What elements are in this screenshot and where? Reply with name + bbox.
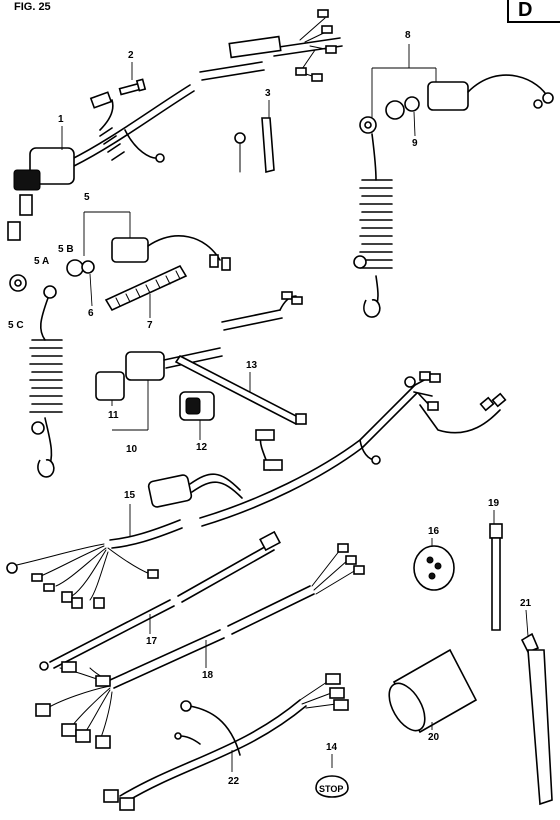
callout-7: 7	[147, 320, 153, 331]
callout-13: 13	[246, 360, 258, 371]
harness-connector	[147, 473, 243, 508]
callout-17: 17	[146, 636, 158, 647]
callout-20: 20	[428, 732, 440, 743]
figure-badge-text: D	[518, 0, 532, 21]
callout-5a: 5 A	[34, 256, 49, 267]
clamp-part-3	[234, 117, 275, 174]
screw-part-2	[118, 78, 147, 96]
harness-part-22	[103, 673, 349, 811]
stop-switch-lanyard-right	[353, 74, 554, 318]
callout-5: 5	[84, 192, 90, 203]
callout-3: 3	[265, 88, 271, 99]
callout-10: 10	[126, 444, 138, 455]
harness-part-18	[35, 543, 365, 749]
stop-label: STOP	[319, 784, 343, 794]
callout-11: 11	[108, 410, 119, 421]
callout-9: 9	[412, 138, 418, 149]
clip-part-21	[520, 632, 553, 806]
grommet-part-12	[179, 391, 215, 421]
stop-switch-part-14: STOP	[315, 754, 349, 798]
ignition-switch	[7, 147, 75, 241]
main-switch-harness	[7, 9, 343, 241]
harness-part-17	[39, 530, 281, 671]
callout-21: 21	[520, 598, 532, 609]
callout-5c: 5 C	[8, 320, 24, 331]
callout-5b: 5 B	[58, 244, 74, 255]
cable-tie-part-13	[174, 354, 307, 426]
callout-1: 1	[58, 114, 64, 125]
callout-6: 6	[88, 308, 94, 319]
callout-2: 2	[128, 50, 134, 61]
callout-22: 22	[228, 776, 240, 787]
tube-part-20	[388, 648, 478, 734]
connector-part-10	[95, 291, 303, 401]
callout-14: 14	[326, 742, 338, 753]
stop-switch-lanyard-left	[9, 235, 231, 478]
grommet-part-16	[413, 545, 455, 591]
callout-12: 12	[196, 442, 208, 453]
wrap-tube-part-7	[104, 264, 188, 312]
figure-title: FIG. 25	[14, 1, 51, 13]
callout-8: 8	[405, 30, 411, 41]
callout-15: 15	[124, 490, 136, 501]
callout-16: 16	[428, 526, 440, 537]
figure-badge: D	[507, 0, 560, 23]
tie-strap-part-19	[489, 523, 503, 631]
main-harness-part-15	[6, 371, 507, 609]
callout-18: 18	[202, 670, 214, 681]
callout-19: 19	[488, 498, 500, 509]
